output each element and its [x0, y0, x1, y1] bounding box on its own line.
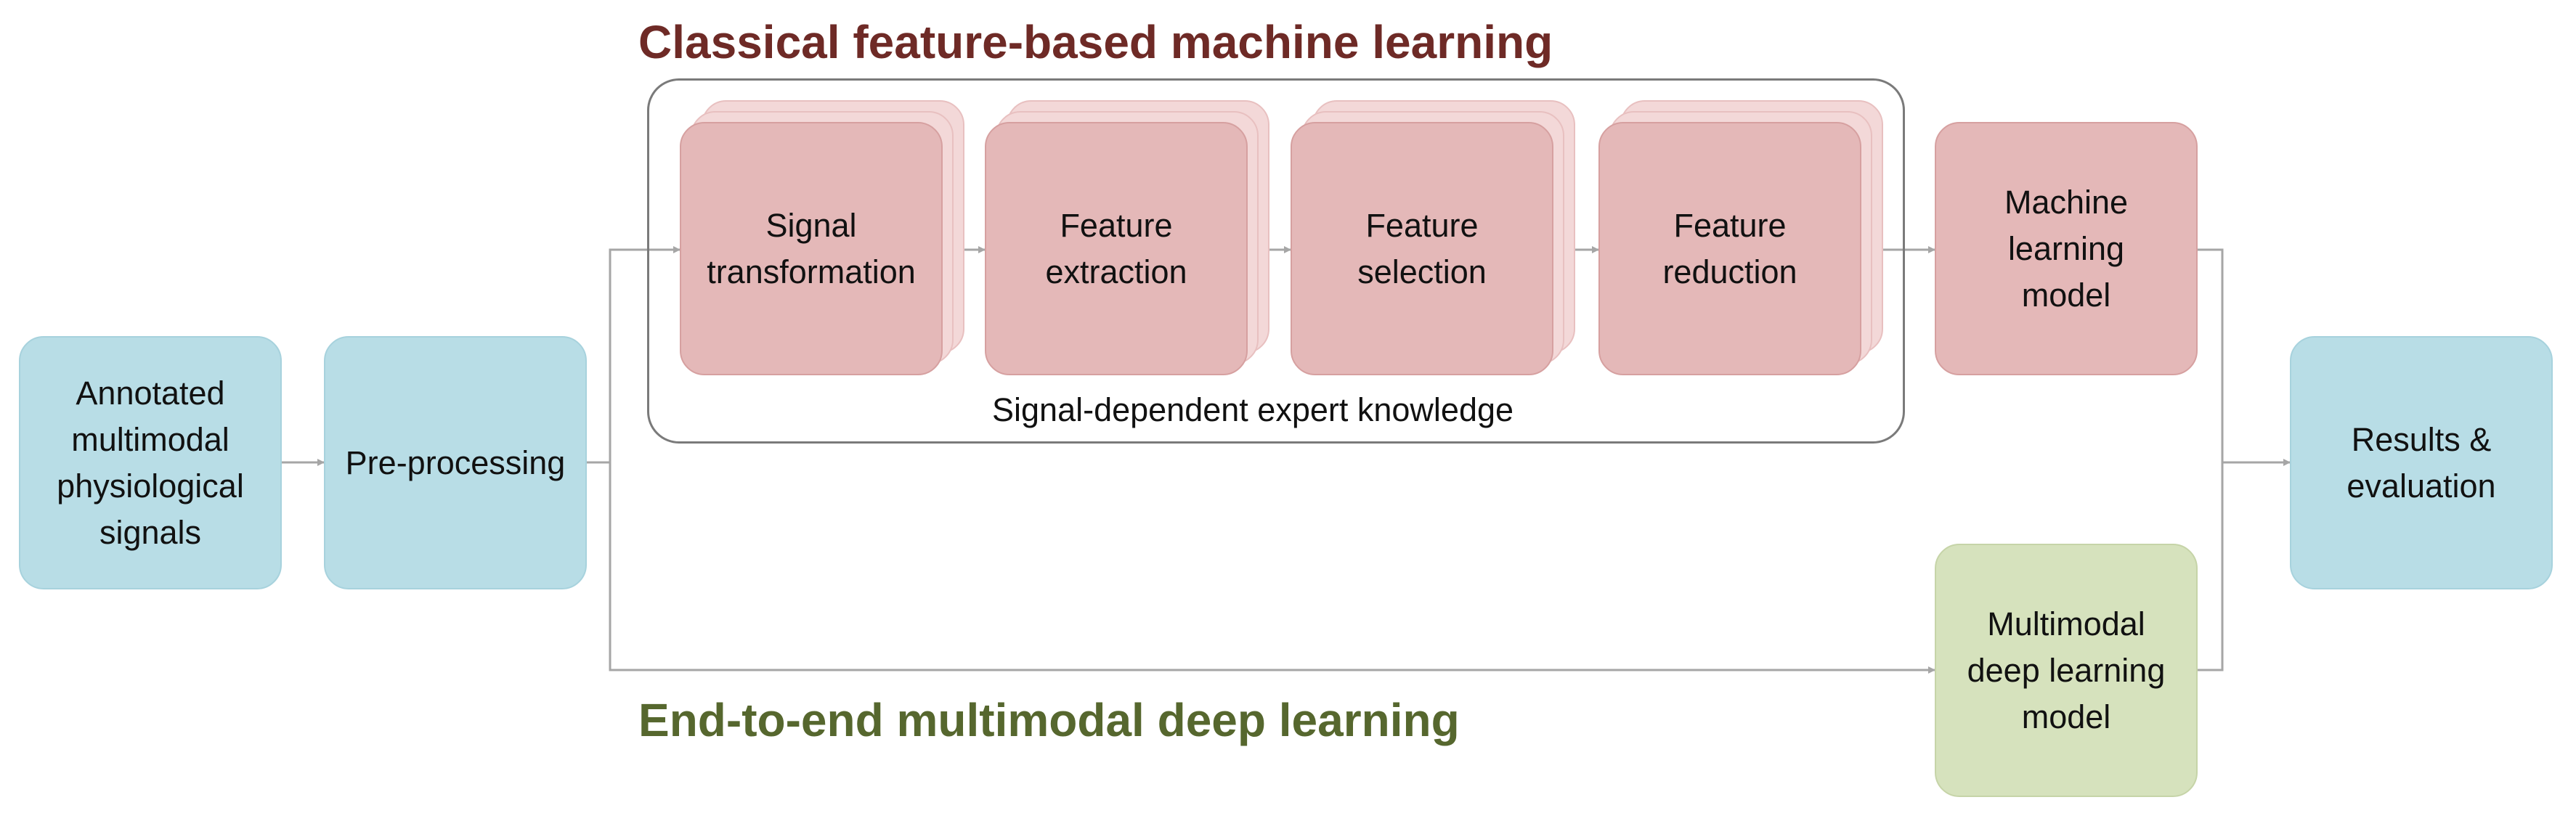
classical-ml-heading: Classical feature-based machine learning: [638, 16, 1553, 68]
results-evaluation-box: Results & evaluation: [2290, 336, 2553, 589]
feature-selection-box: Feature selection: [1291, 122, 1553, 375]
deep-learning-heading: End-to-end multimodal deep learning: [638, 694, 1460, 746]
feature-extraction-box: Feature extraction: [985, 122, 1248, 375]
signal-transformation-box: Signal transformation: [680, 122, 943, 375]
deep-learning-model-box: Multimodal deep learning model: [1935, 544, 2198, 797]
arrow-preprocessing-to-transformation: [587, 246, 680, 464]
line-ml-model-to-merge: [2198, 248, 2224, 671]
preprocessing-box: Pre-processing: [324, 336, 587, 589]
arrow-preprocessing-to-deep-model: [609, 462, 1935, 674]
expert-knowledge-group-frame: [647, 78, 1905, 444]
machine-learning-model-box: Machine learning model: [1935, 122, 2198, 375]
annotated-signals-box: Annotated multimodal physiological signa…: [19, 336, 282, 589]
feature-reduction-box: Feature reduction: [1598, 122, 1861, 375]
expert-knowledge-caption: Signal-dependent expert knowledge: [992, 391, 1514, 428]
